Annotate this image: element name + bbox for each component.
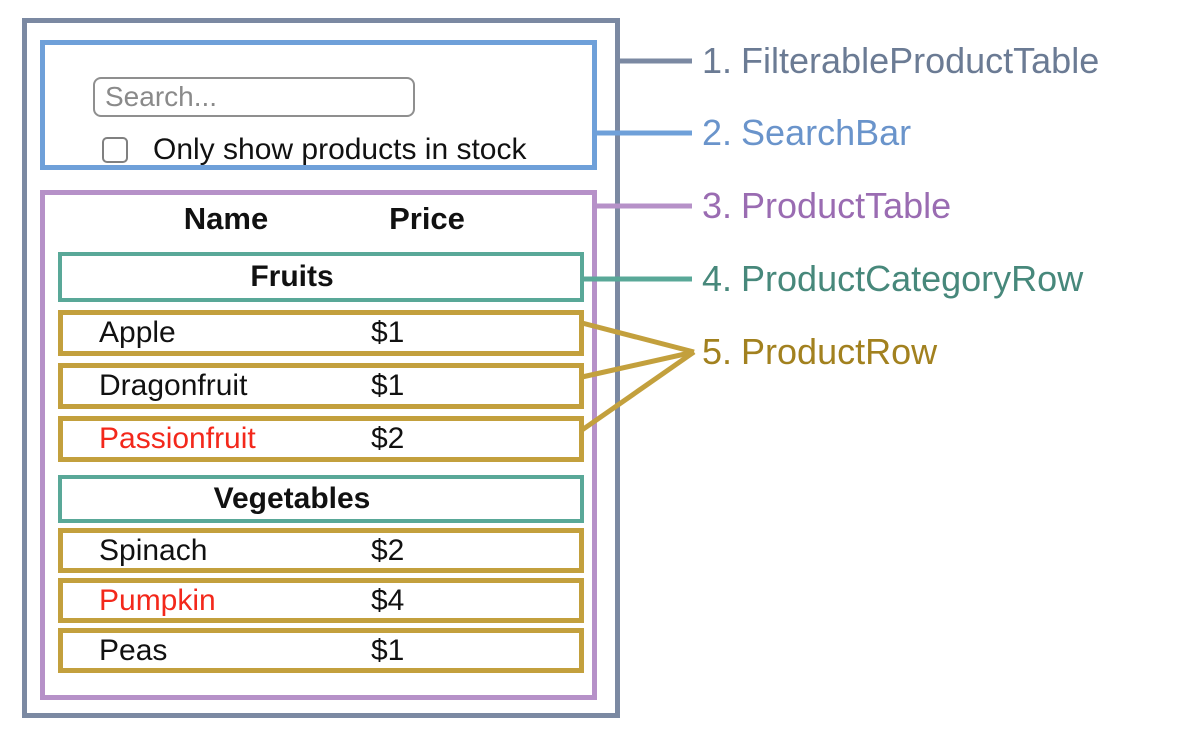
legend-number: 4.	[702, 258, 733, 299]
in-stock-checkbox-label: Only show products in stock	[153, 133, 527, 166]
product-name: Peas	[99, 633, 168, 667]
legend-number: 2.	[702, 112, 733, 153]
legend-search-bar: 2.SearchBar	[702, 111, 911, 155]
search-bar-outline: Only show products in stock	[40, 40, 597, 170]
legend-number: 5.	[702, 331, 733, 372]
product-row-passionfruit: Passionfruit $2	[58, 416, 584, 462]
category-row-vegetables: Vegetables	[58, 475, 584, 523]
legend-label: ProductCategoryRow	[741, 258, 1084, 299]
legend-product-row: 5.ProductRow	[702, 330, 937, 374]
column-header-name: Name	[183, 201, 269, 236]
legend-number: 3.	[702, 185, 733, 226]
category-name: Vegetables	[213, 482, 371, 515]
product-row-apple: Apple $1	[58, 310, 584, 356]
legend-label: ProductRow	[741, 331, 938, 372]
product-name: Pumpkin	[99, 583, 216, 617]
product-price: $1	[371, 369, 405, 402]
product-row-dragonfruit: Dragonfruit $1	[58, 363, 584, 409]
product-row-spinach: Spinach $2	[58, 528, 584, 573]
product-name: Spinach	[99, 533, 208, 567]
legend-product-category-row: 4.ProductCategoryRow	[702, 257, 1083, 301]
product-name: Dragonfruit	[99, 369, 248, 402]
legend-label: SearchBar	[741, 112, 912, 153]
product-name: Apple	[99, 316, 176, 349]
category-name: Fruits	[250, 260, 334, 293]
product-price: $4	[371, 583, 405, 617]
legend-number: 1.	[702, 40, 733, 81]
legend-label: ProductTable	[741, 185, 952, 226]
product-price: $1	[371, 316, 405, 349]
category-row-fruits: Fruits	[58, 252, 584, 302]
legend-filterable-product-table: 1.FilterableProductTable	[702, 39, 1099, 83]
legend-label: FilterableProductTable	[741, 40, 1100, 81]
in-stock-checkbox[interactable]	[102, 137, 128, 163]
column-header-price: Price	[389, 201, 465, 236]
product-name: Passionfruit	[99, 422, 256, 455]
search-input[interactable]	[93, 77, 415, 117]
product-row-peas: Peas $1	[58, 628, 584, 673]
product-price: $2	[371, 422, 405, 455]
product-price: $1	[371, 633, 405, 667]
product-price: $2	[371, 533, 405, 567]
legend-product-table: 3.ProductTable	[702, 184, 951, 228]
product-row-pumpkin: Pumpkin $4	[58, 578, 584, 623]
